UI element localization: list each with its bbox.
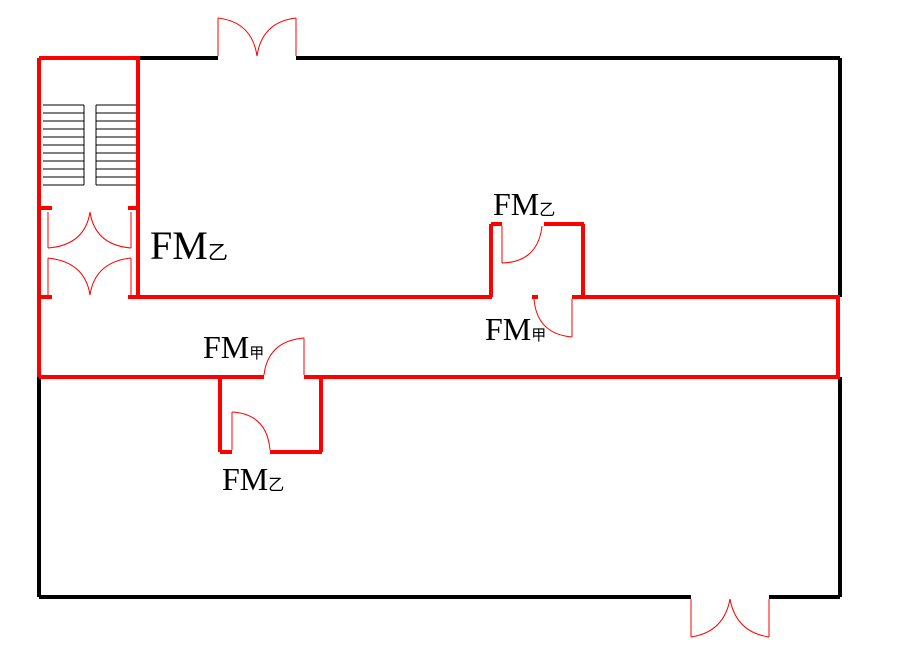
label-stair-door-main: FM (150, 223, 208, 268)
exterior-double-doors (217, 17, 770, 638)
label-corridor-door-right-sub: 甲 (531, 328, 546, 344)
label-corridor-door-right-main: FM (485, 311, 531, 347)
upper-small-room (489, 222, 585, 297)
label-corridor-door-left: FM甲 (203, 329, 264, 365)
label-stair-door-sub: 乙 (208, 242, 228, 264)
stair-enclosure (37, 56, 140, 377)
label-upper-room-door-main: FM (493, 186, 539, 222)
lower-small-room (218, 377, 323, 454)
label-lower-room-door-sub: 乙 (268, 477, 284, 494)
label-lower-room-door: FM乙 (222, 461, 284, 497)
stair-double-doors (47, 211, 132, 296)
label-corridor-door-right: FM甲 (485, 311, 546, 347)
label-upper-room-door-sub: 乙 (539, 202, 555, 219)
label-corridor-door-left-main: FM (203, 329, 249, 365)
door-swings (231, 225, 573, 451)
label-upper-room-door: FM乙 (493, 186, 555, 222)
staircase (43, 104, 136, 186)
corridor-walls (39, 295, 840, 379)
label-lower-room-door-main: FM (222, 461, 268, 497)
exterior-walls (37, 56, 842, 599)
label-corridor-door-left-sub: 甲 (249, 346, 264, 362)
label-stair-door: FM乙 (150, 223, 228, 268)
